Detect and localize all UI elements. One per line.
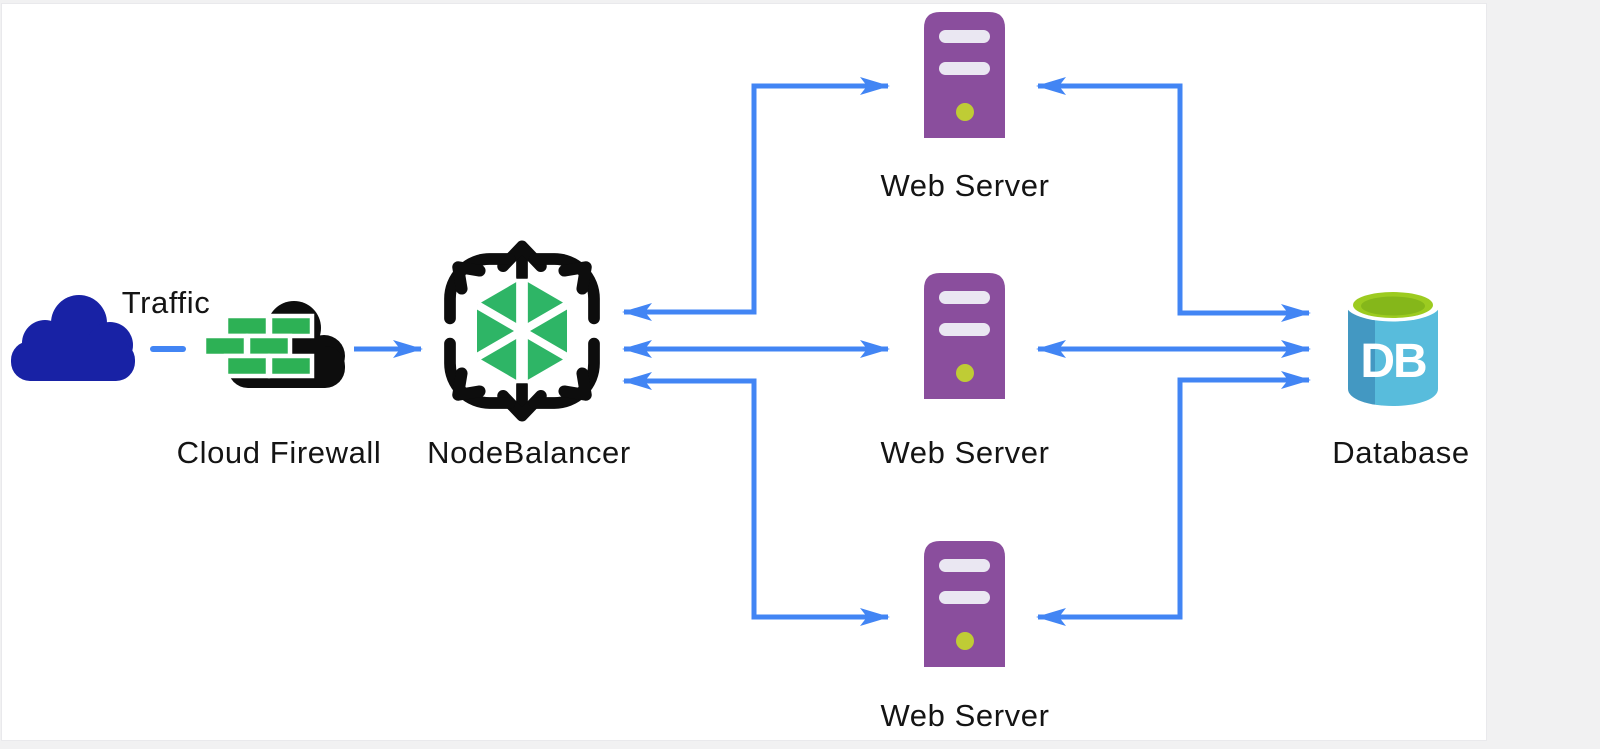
connector-layer: [150, 77, 1311, 626]
label-database: Database: [1332, 435, 1470, 470]
label-cloud-firewall: Cloud Firewall: [176, 435, 382, 470]
cloud-icon: [11, 295, 135, 381]
nodebalancer-hexagon-icon: [432, 240, 600, 422]
database-cylinder-icon: DB: [1346, 288, 1440, 406]
label-nodebalancer: NodeBalancer: [427, 435, 631, 470]
node-database[interactable]: DB: [1336, 278, 1450, 418]
server-led: [956, 103, 974, 121]
balancer-arrows: [450, 240, 600, 422]
node-cloud-firewall[interactable]: [198, 298, 348, 390]
diagram-canvas: Traffic Cloud Firewall: [1, 3, 1487, 741]
firewall-brick-cloud-icon: [201, 301, 345, 388]
server-tower-icon: [924, 273, 1005, 399]
brick-wall: [201, 313, 315, 379]
edge-nodebalancer-webserver-top[interactable]: [622, 77, 890, 321]
db-icon-text: DB: [1360, 335, 1426, 388]
server-tower-icon: [924, 541, 1005, 667]
node-webserver-bottom[interactable]: [924, 541, 1005, 667]
edge-nodebalancer-webserver-bottom[interactable]: [622, 372, 890, 626]
server-led: [956, 364, 974, 382]
node-traffic[interactable]: [7, 293, 139, 383]
label-traffic: Traffic: [121, 285, 211, 320]
label-webserver-bottom: Web Server: [880, 698, 1050, 733]
label-webserver-middle: Web Server: [880, 435, 1050, 470]
node-nodebalancer[interactable]: [432, 236, 612, 426]
label-webserver-top: Web Server: [880, 168, 1050, 203]
edge-webserver-top-database[interactable]: [1036, 77, 1311, 322]
edge-webserver-bottom-database[interactable]: [1036, 371, 1311, 626]
node-webserver-top[interactable]: [924, 12, 1005, 138]
node-webserver-middle[interactable]: [924, 273, 1005, 399]
balancer-spokes: [474, 278, 570, 384]
server-led: [956, 632, 974, 650]
server-tower-icon: [924, 12, 1005, 138]
